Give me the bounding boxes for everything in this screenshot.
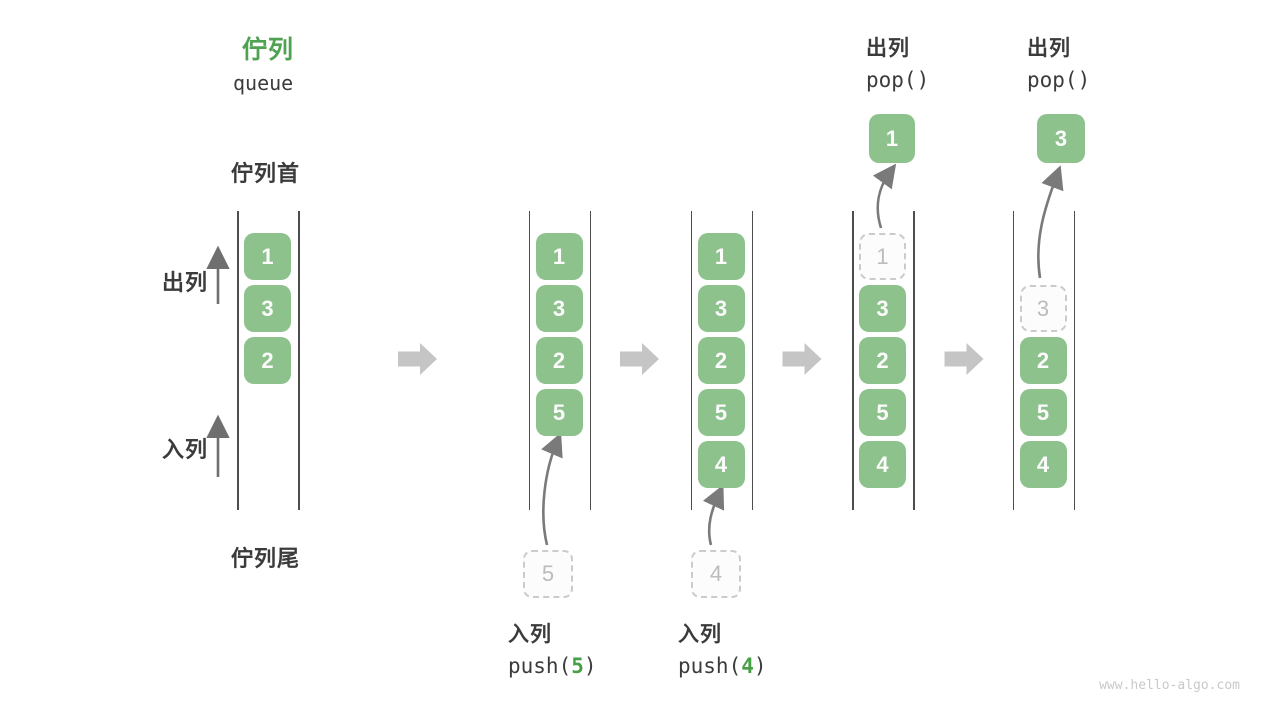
queue-cell: 5 xyxy=(697,389,745,436)
queue-cell: 3 xyxy=(859,285,906,332)
queue-cell-ghost: 1 xyxy=(859,233,906,280)
call-suffix: ) xyxy=(583,654,597,678)
operation-label: 入列 xyxy=(678,623,722,646)
queue-rear-label: 佇列尾 xyxy=(231,546,301,571)
transition-arrow-icon xyxy=(398,343,437,375)
page-title: 佇列 xyxy=(242,36,295,64)
queue-wall xyxy=(913,211,915,510)
operation-call: push(5) xyxy=(508,654,597,678)
transition-arrow-icon xyxy=(782,343,822,375)
queue-cell: 1 xyxy=(697,233,745,280)
queue-wall xyxy=(237,211,239,510)
operation-label: 出列 xyxy=(866,37,910,60)
queue-wall xyxy=(298,211,300,510)
queue-wall xyxy=(751,211,754,510)
enqueue-side-label: 入列 xyxy=(162,437,209,462)
dequeue-side-label: 出列 xyxy=(162,270,209,295)
queue-wall xyxy=(690,211,693,510)
queue-cell: 3 xyxy=(244,285,291,332)
popped-dequeue-cell: 1 xyxy=(869,114,915,163)
queue-cell: 2 xyxy=(535,337,583,384)
operation-label: 出列 xyxy=(1027,37,1071,60)
pending-enqueue-cell: 5 xyxy=(523,550,573,598)
queue-wall xyxy=(1012,211,1015,510)
queue-cell: 5 xyxy=(535,389,583,436)
call-argument: 4 xyxy=(741,654,754,678)
queue-cell: 3 xyxy=(535,285,583,332)
popped-dequeue-cell: 3 xyxy=(1037,114,1085,163)
queue-cell: 5 xyxy=(1019,389,1067,436)
call-prefix: pop( xyxy=(1027,68,1078,92)
operation-arrow-icon xyxy=(1037,165,1064,279)
queue-wall xyxy=(852,211,854,510)
queue-cell: 1 xyxy=(244,233,291,280)
queue-wall xyxy=(1073,211,1076,510)
transition-arrow-icon xyxy=(620,343,659,375)
call-prefix: push( xyxy=(678,654,742,678)
operation-label: 入列 xyxy=(508,623,552,646)
queue-wall xyxy=(528,211,531,510)
queue-cell: 4 xyxy=(859,441,906,488)
operation-call: push(4) xyxy=(678,654,767,678)
operation-arrow-icon xyxy=(541,432,563,546)
queue-cell: 5 xyxy=(859,389,906,436)
page-subtitle: queue xyxy=(233,71,294,95)
operation-arrow-icon xyxy=(702,484,725,546)
transition-arrow-icon xyxy=(944,343,984,375)
call-prefix: push( xyxy=(508,654,572,678)
queue-cell: 2 xyxy=(244,337,291,384)
call-suffix: ) xyxy=(753,654,767,678)
queue-wall xyxy=(589,211,592,510)
call-suffix: ) xyxy=(916,68,930,92)
queue-cell: 2 xyxy=(697,337,745,384)
queue-cell: 2 xyxy=(859,337,906,384)
pending-enqueue-cell: 4 xyxy=(691,550,741,598)
queue-front-label: 佇列首 xyxy=(231,161,301,186)
queue-cell-ghost: 3 xyxy=(1019,285,1067,332)
operation-call: pop() xyxy=(866,68,929,92)
call-suffix: ) xyxy=(1077,68,1091,92)
queue-cell: 4 xyxy=(697,441,745,488)
watermark: www.hello-algo.com xyxy=(1099,678,1240,693)
queue-cell: 1 xyxy=(535,233,583,280)
call-prefix: pop( xyxy=(866,68,917,92)
operation-arrow-icon xyxy=(872,163,897,229)
operation-call: pop() xyxy=(1027,68,1090,92)
queue-cell: 2 xyxy=(1019,337,1067,384)
queue-cell: 4 xyxy=(1019,441,1067,488)
queue-cell: 3 xyxy=(697,285,745,332)
call-argument: 5 xyxy=(571,654,584,678)
